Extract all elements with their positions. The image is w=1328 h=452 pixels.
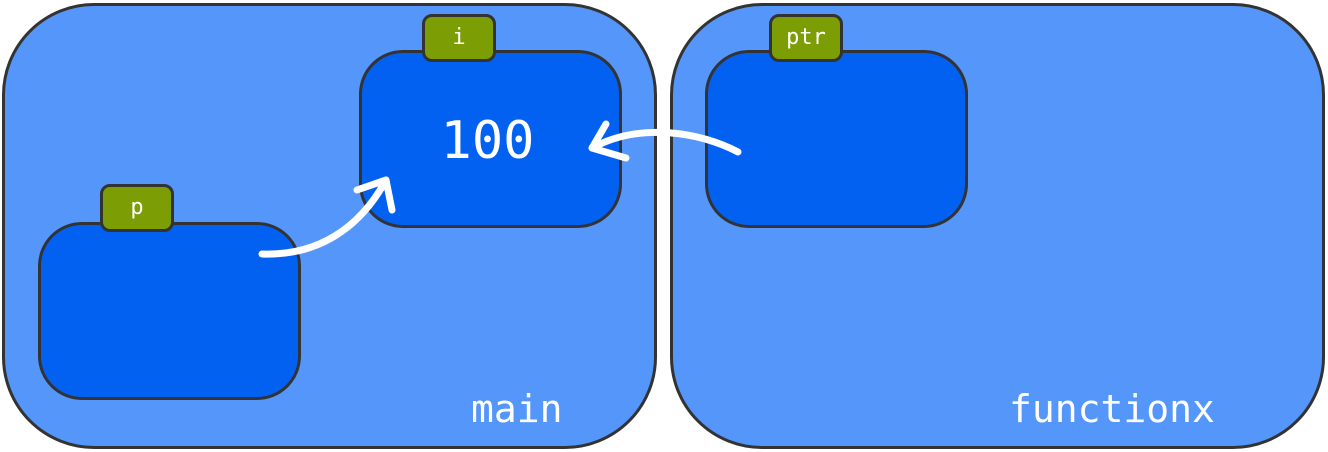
variable-box-p [38,222,301,400]
variable-box-ptr [705,50,968,228]
variable-tag-p: p [100,184,174,232]
variable-tag-ptr: ptr [769,14,843,62]
variable-box-i: 100 [359,50,622,228]
variable-value-i: 100 [440,111,535,171]
frame-label-main: main [471,387,563,431]
variable-tag-i: i [422,14,496,62]
frame-label-functionx: functionx [1009,387,1215,431]
